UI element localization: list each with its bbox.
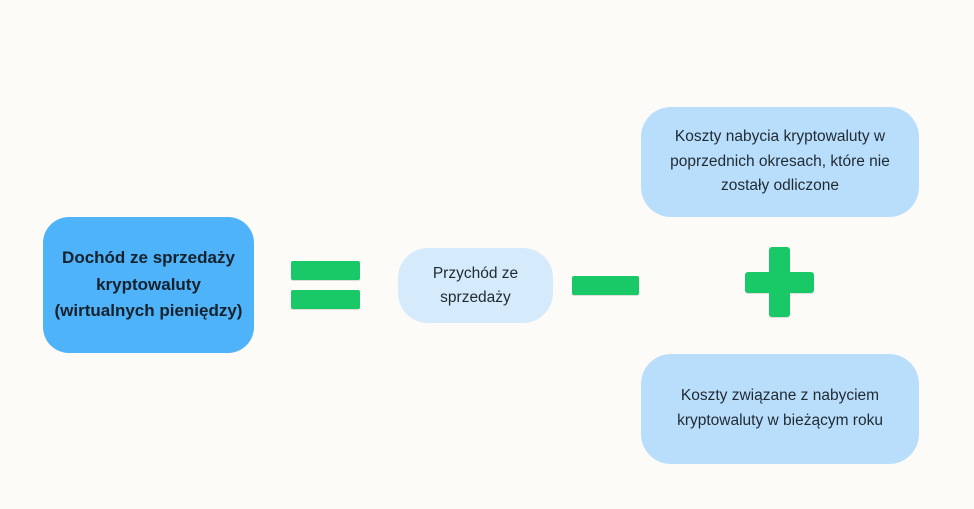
equals-bar-bottom	[291, 290, 360, 309]
revenue-line-1: Przychód ze	[432, 265, 519, 283]
income-line-2: kryptowaluty	[96, 274, 201, 294]
income-line-3: (wirtualnych pieniędzy)	[54, 301, 243, 321]
cost-prev-line-1: Koszty nabycia kryptowaluty w	[674, 127, 886, 145]
income-box: Dochód ze sprzedaży kryptowaluty (wirtua…	[43, 217, 254, 353]
plus-bar-vertical	[769, 247, 790, 317]
cost-curr-line-2: kryptowaluty w bieżącym roku	[677, 412, 883, 429]
cost-curr-line-1: Koszty związane z nabyciem	[680, 387, 880, 405]
income-line-1: Dochód ze sprzedaży	[62, 248, 235, 268]
minus-sign-icon	[572, 276, 639, 295]
revenue-box: Przychód ze sprzedaży	[398, 248, 553, 323]
cost-prev-line-3: zostały odliczone	[720, 177, 840, 195]
revenue-line-2: sprzedaży	[440, 288, 511, 306]
cost-current-year-box: Koszty związane z nabyciem kryptowaluty …	[641, 354, 919, 464]
cost-previous-periods-box: Koszty nabycia kryptowaluty w poprzednic…	[641, 107, 919, 217]
cost-prev-line-2: poprzednich okresach, które nie	[670, 152, 890, 170]
equals-bar-top	[291, 261, 360, 280]
